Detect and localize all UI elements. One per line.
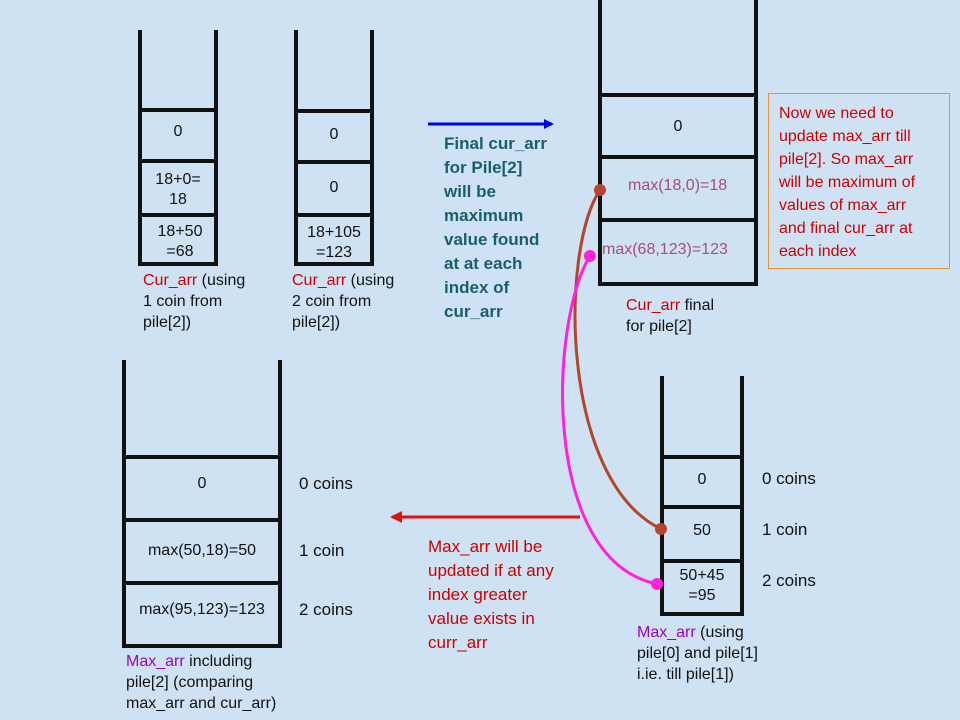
max-arr-new-side-1: 1 coin [299,541,345,560]
cur-arr-1-cell-2: 18+50 =68 [157,223,203,260]
max-arr-old-cell-0: 0 [697,471,707,488]
stack-divider [598,93,758,97]
stack-divider [138,159,218,163]
max-arr-new-side-0: 0 coins [299,474,353,493]
cur-arr-stack-2 [294,30,374,266]
cur-arr-final-caption: Cur_arr final for pile[2] [626,297,715,335]
stack-divider [122,518,282,522]
max-arr-new-caption: Max_arr including pile[2] (comparing max… [126,653,277,712]
stack-divider [122,581,282,585]
stack-divider [294,213,374,217]
brown-dot-end [655,523,667,535]
final-cur-arr-note: Final cur_arr for Pile[2] will be maximu… [444,134,547,321]
stack-divider [660,455,744,459]
cur-arr-1-cell-0: 0 [173,123,183,140]
magenta-dot-start [584,250,596,262]
cur-arr-2-cell-1: 0 [329,179,339,196]
stack-divider [660,559,744,563]
max-arr-old-side-2: 2 coins [762,571,816,590]
max-arr-new-cell-2: max(95,123)=123 [139,601,265,618]
cur-arr-2-cell-0: 0 [329,126,339,143]
max-arr-new-cell-0: 0 [197,475,207,492]
stack-divider [138,108,218,112]
max-arr-new-stack [122,360,282,648]
cur-arr-final-cell-1: max(18,0)=18 [628,177,728,194]
max-arr-new-cell-1: max(50,18)=50 [147,542,257,559]
magenta-connector [561,255,658,586]
cur-arr-final-stack [598,0,758,286]
magenta-dot-end [651,578,663,590]
cur-arr-stack-1 [138,30,218,266]
brown-dot-start [594,184,606,196]
max-arr-old-cell-2: 50+45 =95 [679,567,725,604]
stack-divider [294,160,374,164]
max-arr-new-side-2: 2 coins [299,600,353,619]
stack-divider [660,505,744,509]
max-arr-old-caption: Max_arr (using pile[0] and pile[1] i.ie.… [637,624,758,683]
brown-connector [573,189,662,531]
max-arr-old-cell-1: 50 [693,522,711,539]
stack-divider [598,155,758,159]
cur-arr-2-cell-2: 18+105 =123 [307,224,361,261]
update-max-arr-note: Now we need to update max_arr till pile[… [768,93,950,269]
stack-divider [294,109,374,113]
stack-divider [138,213,218,217]
cur-arr-1-caption: Cur_arr (using 1 coin from pile[2]) [143,272,246,331]
stack-divider [122,455,282,459]
cur-arr-final-cell-2: max(68,123)=123 [602,241,728,258]
max-arr-update-note: Max_arr will be updated if at any index … [428,537,554,652]
max-arr-old-side-0: 0 coins [762,469,816,488]
max-arr-old-side-1: 1 coin [762,520,808,539]
cur-arr-2-caption: Cur_arr (using 2 coin from pile[2]) [292,272,395,331]
max-arr-old-stack [660,376,744,616]
cur-arr-1-cell-1: 18+0= 18 [155,171,201,208]
cur-arr-final-cell-0: 0 [673,118,683,135]
stack-divider [598,218,758,222]
